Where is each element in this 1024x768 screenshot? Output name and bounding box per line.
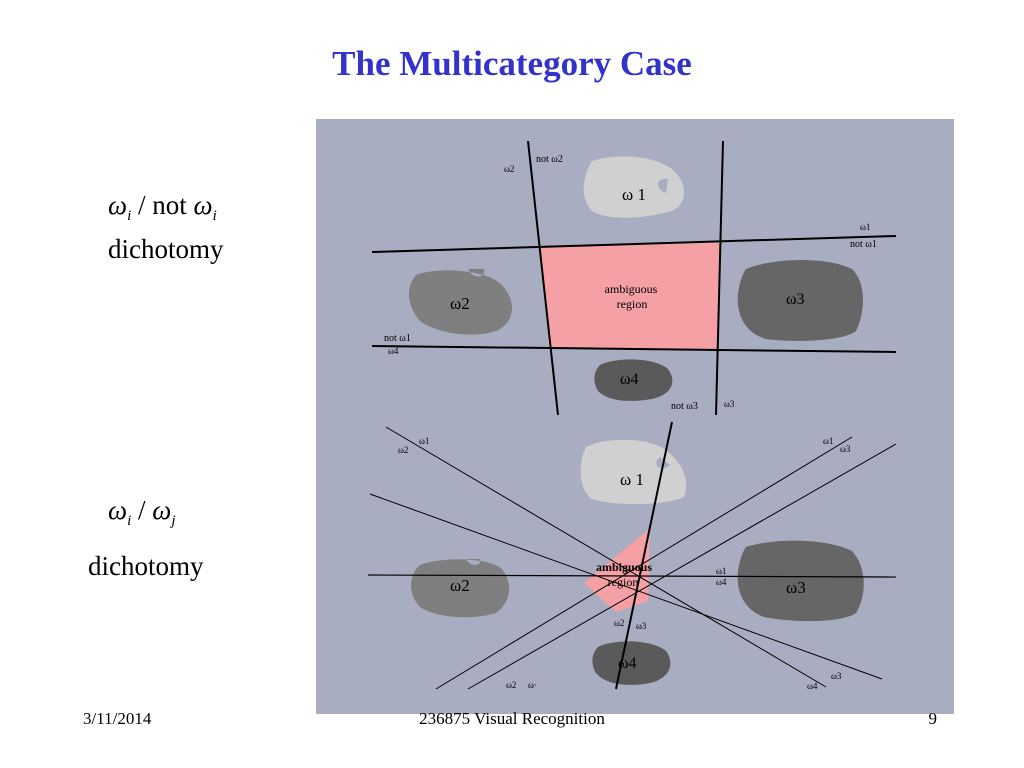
- line-label: not ω1: [384, 333, 411, 344]
- boundary-line: [367, 574, 897, 578]
- ambiguous-region: [540, 241, 720, 349]
- line-label: ω·: [528, 680, 537, 690]
- line-label: ω4: [716, 577, 727, 587]
- line-label: ω2: [504, 164, 514, 174]
- omega-symbol: ω: [152, 495, 172, 525]
- blob-label: ω2: [450, 294, 470, 313]
- footer-page-number: 9: [928, 709, 938, 728]
- blob-label: ω4: [618, 655, 637, 672]
- boundary-line: [435, 436, 853, 690]
- omega-symbol: ω: [193, 190, 213, 220]
- line-label: ω3: [840, 444, 851, 454]
- line-label: not ω3: [671, 401, 698, 412]
- line-label: not ω2: [536, 154, 563, 165]
- region-label: ambiguous: [605, 282, 658, 296]
- separator-text: / not: [131, 190, 194, 220]
- class-blob-w3: [737, 260, 863, 341]
- class-blob-w1: [580, 439, 687, 505]
- blob-label: ω2: [450, 576, 470, 595]
- omega-symbol: ω: [108, 190, 128, 220]
- footer-date: 3/11/2014: [83, 709, 152, 728]
- boundary-line: [467, 443, 897, 690]
- boundary-line: [385, 426, 827, 688]
- dichotomy-text: dichotomy: [88, 551, 204, 581]
- bottom-dichotomy-label: ωi / ωj: [108, 497, 176, 529]
- blob-label: ω3: [786, 578, 806, 597]
- blob-label: ω 1: [620, 470, 644, 489]
- subscript: i: [212, 208, 217, 224]
- class-blob-w2: [408, 269, 513, 335]
- separator-text: /: [131, 495, 153, 525]
- line-label: ω1: [716, 566, 726, 576]
- boundary-line: [527, 140, 559, 416]
- line-label: ω3: [724, 399, 735, 409]
- subscript: i: [127, 513, 132, 529]
- line-label: not ω1: [850, 239, 877, 250]
- line-label: ω3: [831, 671, 842, 681]
- top-dichotomy-label: ωi / not ωi dichotomy: [108, 192, 224, 263]
- subscript: i: [127, 208, 132, 224]
- omega-symbol: ω: [108, 495, 128, 525]
- class-blob-w1: [583, 156, 685, 218]
- ambiguous-region: [584, 528, 650, 612]
- footer-course: 236875 Visual Recognition: [419, 709, 605, 728]
- class-blob-w4: [592, 641, 671, 685]
- line-label: ω2: [614, 618, 624, 628]
- region-label: ambiguous: [596, 560, 652, 574]
- line-label: ω1: [823, 436, 833, 446]
- region-label: region: [608, 575, 639, 589]
- slide-title: The Multicategory Case: [332, 44, 692, 83]
- boundary-line: [371, 345, 897, 353]
- line-label: ω4: [388, 346, 399, 356]
- multicategory-figure: ω 1 ω2 ω3 ω4 ambiguous region ω2 not ω2 …: [316, 119, 954, 714]
- class-blob-w2: [411, 559, 510, 618]
- region-label: region: [617, 297, 648, 311]
- boundary-line: [371, 235, 897, 253]
- blob-label: ω4: [620, 371, 639, 388]
- line-label: ω2: [398, 445, 408, 455]
- line-label: ω1: [419, 436, 429, 446]
- boundary-line: [715, 140, 724, 416]
- boundary-line: [615, 421, 673, 690]
- line-label: ω2: [506, 680, 516, 690]
- dichotomy-text: dichotomy: [108, 234, 224, 264]
- line-label: ω4: [807, 681, 818, 691]
- blob-label: ω3: [786, 291, 805, 308]
- class-blob-w4: [594, 359, 673, 401]
- blob-label: ω 1: [622, 185, 646, 204]
- boundary-line: [369, 493, 883, 680]
- class-blob-w3: [737, 540, 864, 622]
- subscript: j: [171, 513, 176, 529]
- line-label: ω3: [636, 621, 647, 631]
- line-label: ω1: [860, 222, 870, 232]
